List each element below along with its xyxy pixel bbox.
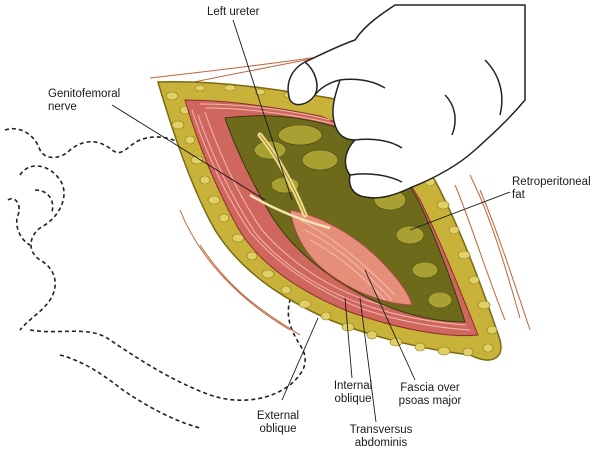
label-external-oblique-line1: External	[256, 410, 300, 422]
leader-transversus	[359, 297, 377, 423]
label-retroperitoneal-fat-line2: fat	[512, 189, 525, 201]
patient-body-outline	[4, 128, 306, 429]
label-left-ureter: Left ureter	[207, 6, 260, 18]
label-genitofemoral-nerve-line1: Genitofemoral	[48, 88, 121, 100]
label-fascia-psoas-line1: Fascia over	[400, 382, 460, 394]
label-internal-oblique-line2: oblique	[334, 393, 372, 405]
label-transversus-abdominis-line2: abdominis	[354, 437, 408, 449]
label-genitofemoral-nerve-line2: nerve	[48, 101, 77, 113]
leader-lines	[111, 19, 511, 423]
genitofemoral-nerve	[249, 193, 331, 230]
fat-texture	[165, 84, 498, 357]
leader-left-ureter	[232, 19, 293, 201]
leader-external-oblique	[281, 317, 319, 401]
retractor-hand	[287, 4, 526, 199]
leader-fascia-psoas	[364, 269, 416, 381]
psoas-fibers	[299, 219, 396, 301]
leader-genitofemoral	[111, 104, 266, 201]
label-retroperitoneal-fat-line1: Retroperitoneal	[512, 176, 591, 188]
label-fascia-psoas-line2: psoas major	[398, 395, 462, 407]
leader-retroperitoneal	[409, 191, 511, 231]
label-internal-oblique-line1: Internal	[333, 380, 373, 392]
label-external-oblique-line2: oblique	[259, 423, 297, 435]
leader-internal-oblique	[344, 297, 353, 379]
label-transversus-abdominis-line1: Transversus	[349, 424, 413, 436]
